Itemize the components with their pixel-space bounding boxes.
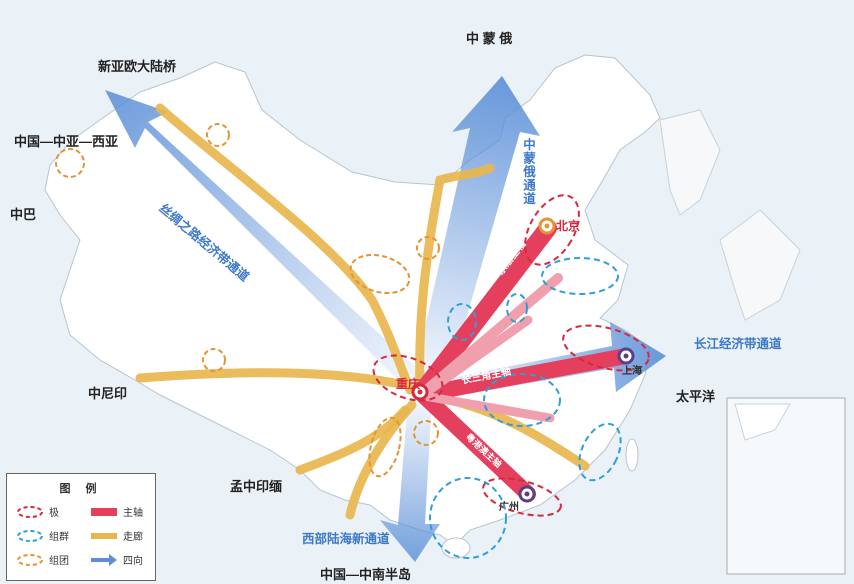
hub-ring-beijing bbox=[524, 194, 580, 266]
taiwan-island bbox=[625, 438, 639, 472]
label-western-sea-corridor: 西部陆海新通道 bbox=[302, 532, 390, 546]
legend: 图 例 极 主轴 组群 走廊 组团 四向 bbox=[6, 473, 156, 581]
legend-group-icon bbox=[17, 553, 43, 566]
axis-beijing bbox=[413, 219, 557, 401]
corridor-north bbox=[415, 163, 495, 393]
legend-arrow-icon bbox=[91, 553, 117, 566]
arrow-western-sea bbox=[380, 398, 440, 562]
cluster-ring-fujian bbox=[578, 422, 622, 482]
label-mongolia-corridor: 中蒙俄通道 bbox=[521, 138, 535, 206]
hub-ring-guangzhou bbox=[482, 477, 562, 517]
cluster-ring-shandong bbox=[541, 257, 619, 295]
corridor-tibet bbox=[135, 368, 405, 389]
arrow-silk-road bbox=[105, 90, 430, 392]
legend-item-cluster: 组群 bbox=[15, 528, 69, 543]
node-beijing-core bbox=[544, 223, 550, 229]
legend-item-hub: 极 bbox=[15, 504, 59, 519]
cluster-ring-henan bbox=[506, 293, 528, 323]
axis-minor-3 bbox=[419, 391, 555, 423]
legend-label-corridor: 走廊 bbox=[123, 532, 143, 543]
korea-japan-land bbox=[659, 109, 801, 321]
cluster-ring-shaanxi bbox=[447, 303, 477, 341]
arrow-mongolia bbox=[412, 76, 540, 392]
legend-item-main-axis: 主轴 bbox=[89, 504, 143, 519]
label-india: 中尼印 bbox=[88, 386, 128, 401]
node-shanghai-core bbox=[623, 353, 629, 359]
axis-guangzhou bbox=[416, 388, 536, 502]
label-pacific: 太平洋 bbox=[676, 389, 716, 404]
group-rings bbox=[55, 123, 440, 478]
label-peninsula: 中国—中南半岛 bbox=[320, 567, 412, 582]
legend-label-main-axis: 主轴 bbox=[123, 508, 143, 519]
legend-main-axis-icon bbox=[91, 507, 117, 516]
corridor-southwest bbox=[345, 400, 417, 520]
hub-nodes bbox=[411, 217, 635, 503]
group-ring-7 bbox=[413, 420, 439, 446]
group-ring-2 bbox=[55, 148, 85, 178]
legend-label-direction: 四向 bbox=[123, 556, 143, 567]
cluster-rings bbox=[429, 257, 622, 559]
label-pakistan: 中巴 bbox=[10, 207, 37, 222]
cluster-ring-beibu bbox=[429, 477, 507, 559]
legend-corridor-icon bbox=[91, 532, 117, 539]
hub-ring-shanghai bbox=[562, 324, 650, 372]
node-chongqing-core bbox=[417, 389, 423, 395]
label-chongqing: 重庆 bbox=[396, 377, 421, 391]
group-ring-5 bbox=[202, 348, 226, 372]
legend-hub-icon bbox=[17, 505, 43, 518]
legend-label-hub: 极 bbox=[49, 508, 59, 519]
label-eurasia: 新亚欧大陆桥 bbox=[98, 59, 177, 74]
label-central-asia: 中国—中亚—西亚 bbox=[14, 134, 119, 149]
group-ring-3 bbox=[349, 253, 411, 295]
node-guangzhou-core bbox=[524, 491, 530, 497]
legend-label-group: 组团 bbox=[49, 556, 69, 567]
label-guangzhou: 广州 bbox=[499, 502, 519, 513]
legend-label-cluster: 组群 bbox=[49, 532, 69, 543]
cluster-ring-central bbox=[483, 373, 561, 427]
group-ring-6 bbox=[368, 416, 402, 478]
corridor-xinjiang bbox=[155, 103, 415, 395]
group-ring-4 bbox=[416, 236, 440, 260]
label-shanghai: 上海 bbox=[622, 366, 642, 377]
label-beijing: 北京 bbox=[556, 219, 581, 233]
label-yangtze-corridor: 长江经济带通道 bbox=[694, 337, 782, 351]
legend-item-group: 组团 bbox=[15, 552, 69, 567]
label-myanmar: 孟中印缅 bbox=[230, 479, 283, 494]
group-ring-1 bbox=[206, 123, 230, 147]
legend-title: 图 例 bbox=[59, 483, 103, 495]
legend-cluster-icon bbox=[17, 529, 43, 542]
label-mongolia: 中 蒙 俄 bbox=[466, 31, 513, 46]
inset-land bbox=[734, 403, 791, 441]
legend-item-direction: 四向 bbox=[89, 552, 143, 567]
legend-item-corridor: 走廊 bbox=[89, 528, 143, 543]
